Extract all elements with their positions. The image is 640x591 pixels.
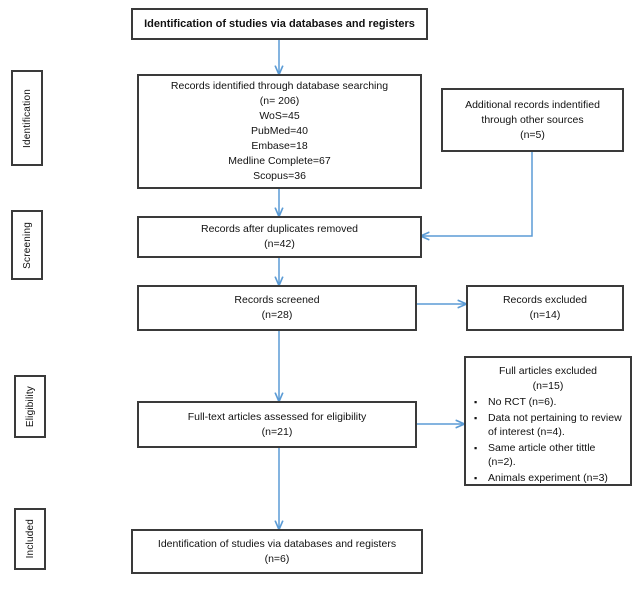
included-studies-line-1: Identification of studies via databases … [157,537,397,550]
fulltext-assessed-line-2: (n=21) [261,425,293,438]
records-screened-line-2: (n=28) [261,309,293,321]
list-item: Data not pertaining to review of interes… [474,411,626,440]
stage-included: Included [14,508,46,570]
records-identified-line-2: (n= 206) [259,95,300,107]
records-identified-box: Records identified through database sear… [137,74,422,189]
records-identified-line-4: PubMed=40 [251,125,308,137]
additional-records-box: Additional records indentified through o… [441,88,624,152]
additional-records-line-1: Additional records indentified [465,98,600,111]
records-identified-line-3: WoS=45 [259,110,300,122]
records-identified-line-5: Embase=18 [251,140,308,152]
fulltext-assessed-box: Full-text articles assessed for eligibil… [137,401,417,448]
connector-additional-to-duplicates [421,152,533,236]
stage-eligibility: Eligibility [14,375,46,438]
duplicates-removed-line-2: (n=42) [264,238,295,250]
fulltext-assessed-line-1: Full-text articles assessed for eligibil… [187,410,367,423]
additional-records-line-3: (n=5) [520,128,545,141]
records-excluded-box: Records excluded (n=14) [466,285,624,331]
records-excluded-line-2: (n=14) [529,309,561,321]
included-studies-box: Identification of studies via databases … [131,529,423,574]
fulltext-excluded-line-2: (n=15) [532,379,564,392]
records-identified-line-1: Records identified through database sear… [170,80,389,92]
records-identified-line-6: Medline Complete=67 [228,155,331,167]
records-screened-line-1: Records screened [234,294,320,306]
records-identified-line-7: Scopus=36 [253,170,306,182]
list-item: Same article other tittle (n=2). [474,441,626,470]
stage-eligibility-label: Eligibility [24,385,36,428]
fulltext-excluded-box: Full articles excluded (n=15) No RCT (n=… [464,356,632,486]
stage-screening: Screening [11,210,43,280]
fulltext-excluded-reason-list: No RCT (n=6). Data not pertaining to rev… [470,395,626,485]
duplicates-removed-box: Records after duplicates removed (n=42) [137,216,422,258]
header-box-title: Identification of studies via databases … [144,17,415,30]
stage-identification-label: Identification [21,88,33,148]
list-item: Animals experiment (n=3) [474,471,626,486]
fulltext-excluded-line-1: Full articles excluded [498,365,598,377]
records-screened-box: Records screened (n=28) [137,285,417,331]
stage-included-label: Included [24,519,36,559]
included-studies-line-2: (n=6) [264,552,290,565]
duplicates-removed-line-1: Records after duplicates removed [201,223,358,235]
records-excluded-line-1: Records excluded [502,294,588,306]
list-item: No RCT (n=6). [474,395,626,410]
stage-screening-label: Screening [21,221,33,269]
fulltext-excluded-heading: Full articles excluded (n=15) [470,364,626,393]
header-box: Identification of studies via databases … [131,8,428,40]
additional-records-line-2: through other sources [481,113,584,126]
stage-identification: Identification [11,70,43,166]
